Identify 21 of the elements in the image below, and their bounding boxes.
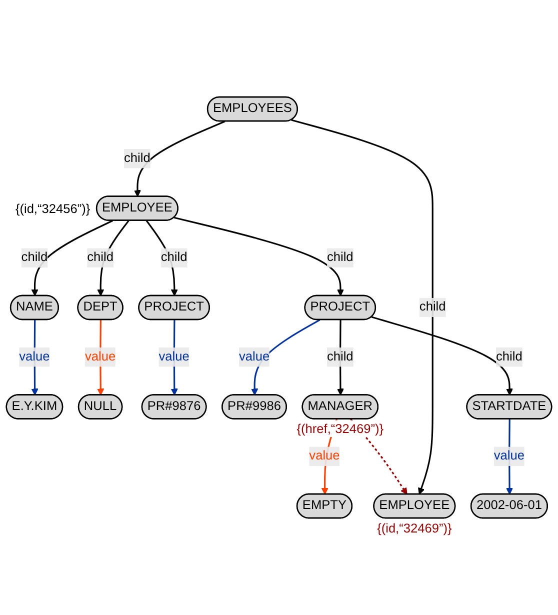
arrow — [134, 120, 226, 197]
edge-label: child — [326, 350, 354, 364]
edge-label: value — [19, 350, 50, 364]
arrow — [371, 316, 514, 396]
edge-label: child — [87, 250, 114, 264]
edge-label: child — [160, 250, 188, 264]
arrow — [174, 216, 344, 296]
arrow — [31, 220, 114, 296]
edge-label: value — [309, 449, 340, 463]
edge-label: child — [21, 250, 48, 264]
edge-label: value — [158, 350, 190, 364]
edge-label: value — [84, 350, 116, 364]
edge-label: child — [419, 300, 446, 314]
edge-label: value — [238, 350, 270, 364]
edge-label: child — [496, 350, 522, 364]
attribute-label: {(href,“32469”)} — [296, 421, 384, 436]
attribute-label: {(id,“32456”)} — [15, 201, 90, 216]
edge-label: value — [494, 449, 525, 463]
edge-label: child — [326, 250, 354, 264]
edge-label: child — [124, 151, 150, 166]
attribute-label: {(id,“32469”)} — [377, 520, 452, 536]
